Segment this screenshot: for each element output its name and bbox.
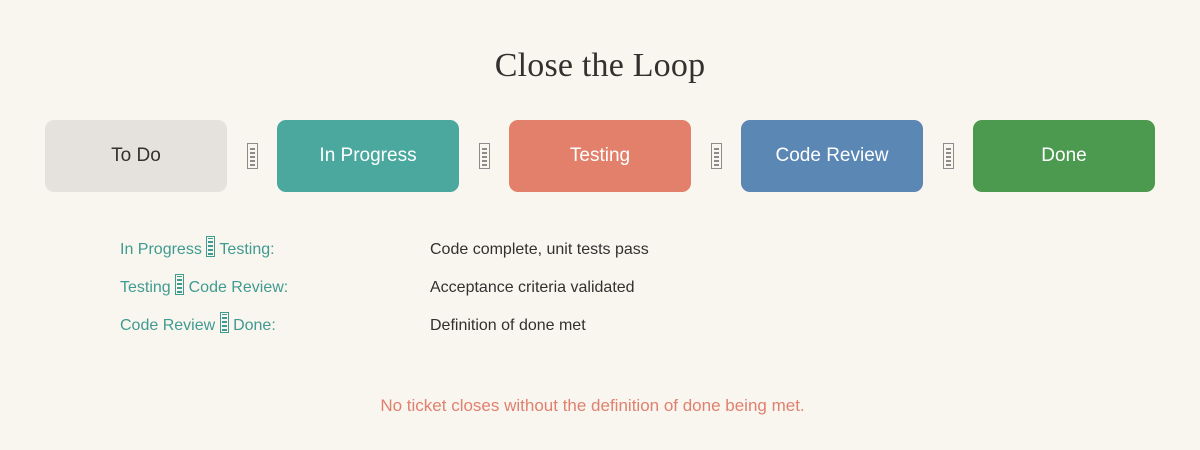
criteria-transition-label: In Progress Testing: <box>120 236 430 259</box>
stage-label: Done <box>1041 145 1087 166</box>
flow-arrow-icon-1 <box>246 143 258 169</box>
transition-arrow-icon <box>206 236 216 257</box>
criteria-transition-label: Code Review Done: <box>120 312 430 335</box>
stage-label: In Progress <box>319 145 417 166</box>
criteria-from: In Progress <box>120 241 202 258</box>
stage-box-done[interactable]: Done <box>973 120 1155 192</box>
criteria-transition-label: Testing Code Review: <box>120 274 430 297</box>
stage-label: Testing <box>569 145 631 166</box>
stage-box-testing[interactable]: Testing <box>509 120 691 192</box>
transition-arrow-icon <box>175 274 185 295</box>
stage-box-to-do[interactable]: To Do <box>45 120 227 192</box>
transition-arrow-icon <box>219 312 229 333</box>
flow-arrow-icon-2 <box>478 143 490 169</box>
criteria-row: Code Review Done: Definition of done met <box>120 312 1080 350</box>
workflow-stage-row: To Do In Progress Testing Code Review Do… <box>45 120 1155 192</box>
criteria-from: Code Review <box>120 317 216 334</box>
footer-note: No ticket closes without the definition … <box>380 396 805 415</box>
transition-criteria-list: In Progress Testing: Code complete, unit… <box>120 236 1080 350</box>
criteria-description: Definition of done met <box>430 317 586 334</box>
stage-box-in-progress[interactable]: In Progress <box>277 120 459 192</box>
criteria-to: Done: <box>233 317 276 334</box>
criteria-to: Code Review: <box>188 279 289 296</box>
stage-label: Code Review <box>775 145 889 166</box>
flow-arrow-icon-4 <box>942 143 954 169</box>
stage-box-code-review[interactable]: Code Review <box>741 120 923 192</box>
criteria-description: Acceptance criteria validated <box>430 279 635 296</box>
criteria-row: Testing Code Review: Acceptance criteria… <box>120 274 1080 312</box>
criteria-to: Testing: <box>219 241 275 258</box>
stage-label: To Do <box>111 145 161 166</box>
criteria-from: Testing <box>120 279 171 296</box>
flow-arrow-icon-3 <box>710 143 722 169</box>
criteria-description: Code complete, unit tests pass <box>430 241 649 258</box>
page-title: Close the Loop <box>494 46 706 84</box>
criteria-row: In Progress Testing: Code complete, unit… <box>120 236 1080 274</box>
